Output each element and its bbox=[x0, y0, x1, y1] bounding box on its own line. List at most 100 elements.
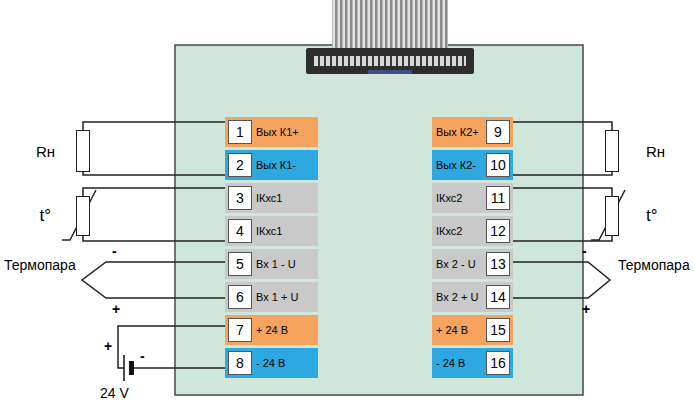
terminal-row: Вых К1+1 bbox=[225, 117, 318, 147]
wire bbox=[83, 122, 225, 130]
thermocouple-symbol bbox=[82, 262, 225, 298]
signal-name: Вых К1- bbox=[256, 150, 296, 180]
terminal-number: 11 bbox=[486, 186, 510, 210]
signal-name: - 24 В bbox=[256, 348, 285, 378]
battery-plate bbox=[123, 355, 125, 381]
connector-pins bbox=[314, 56, 466, 66]
terminal-row: IКхс2 12 bbox=[432, 216, 513, 246]
terminal-number: 3 bbox=[228, 186, 252, 210]
battery-plate bbox=[129, 361, 134, 375]
thermocouple-symbol bbox=[513, 262, 610, 298]
supply-wire bbox=[118, 326, 225, 368]
thermistor-arrow bbox=[62, 190, 96, 240]
terminal-number: 6 bbox=[228, 285, 252, 309]
wire bbox=[83, 236, 225, 241]
terminal-number: 8 bbox=[229, 352, 251, 374]
terminal-number: 13 bbox=[487, 253, 509, 275]
signal-name: Вых К2+ bbox=[436, 117, 479, 147]
connector-key bbox=[368, 70, 412, 74]
terminal-number: 6 bbox=[229, 286, 251, 308]
terminal-number: 1 bbox=[229, 121, 251, 143]
wire bbox=[83, 188, 225, 196]
resistor-symbol: Rн bbox=[605, 130, 619, 172]
terminal-row: Вых К2+ 9 bbox=[432, 117, 513, 147]
terminal-number: 3 bbox=[229, 187, 251, 209]
terminal-row: Вх 1 - U5 bbox=[225, 249, 318, 279]
terminal-row: Вых К2- 10 bbox=[432, 150, 513, 180]
terminal-number: 2 bbox=[228, 153, 252, 177]
terminal-row: - 24 В 16 bbox=[432, 348, 513, 378]
terminal-number: 8 bbox=[228, 351, 252, 375]
signal-name: Вых К2- bbox=[436, 150, 476, 180]
signal-name: Вх 2 + U bbox=[436, 282, 478, 312]
terminal-number: 4 bbox=[229, 220, 251, 242]
terminal-number: 12 bbox=[486, 219, 510, 243]
polarity-mark: - bbox=[112, 243, 117, 259]
wire bbox=[513, 122, 612, 130]
thermistor-arrow bbox=[591, 190, 625, 240]
terminal-row: IКхс14 bbox=[225, 216, 318, 246]
terminal-number: 14 bbox=[487, 286, 509, 308]
terminal-row: Вх 1 + U6 bbox=[225, 282, 318, 312]
voltage-label: 24 V bbox=[100, 385, 129, 401]
wire bbox=[513, 236, 612, 241]
component-label: t° bbox=[39, 206, 51, 226]
polarity-mark: - bbox=[140, 348, 145, 364]
terminal-row: Вх 2 - U 13 bbox=[432, 249, 513, 279]
terminal-row: IКхс13 bbox=[225, 183, 318, 213]
signal-name: IКхс2 bbox=[436, 183, 462, 213]
terminal-number: 12 bbox=[487, 220, 509, 242]
terminal-number: 9 bbox=[487, 121, 509, 143]
terminal-number: 1 bbox=[228, 120, 252, 144]
signal-name: Вх 2 - U bbox=[436, 249, 476, 279]
resistor-symbol: Rн bbox=[76, 130, 90, 172]
terminal-row: + 24 В15 bbox=[432, 315, 513, 345]
sensor-label: Термопара bbox=[4, 257, 76, 273]
terminal-number: 10 bbox=[486, 153, 510, 177]
terminal-number: 15 bbox=[486, 318, 510, 342]
sensor-label: Термопара bbox=[618, 257, 690, 273]
wire bbox=[513, 188, 612, 196]
wire bbox=[83, 172, 225, 175]
component-label: Rн bbox=[646, 143, 665, 160]
ribbon-cable bbox=[332, 0, 448, 50]
terminal-number: 14 bbox=[486, 285, 510, 309]
terminal-row: - 24 В8 bbox=[225, 348, 318, 378]
thermistor-symbol: t° bbox=[605, 196, 619, 236]
polarity-mark: - bbox=[582, 243, 587, 259]
polarity-mark: + bbox=[104, 338, 112, 354]
ribbon-connector bbox=[306, 48, 474, 74]
signal-name: Вых К1+ bbox=[256, 117, 299, 147]
terminal-number: 5 bbox=[229, 253, 251, 275]
signal-name: IКхс1 bbox=[256, 216, 282, 246]
terminal-number: 16 bbox=[487, 352, 509, 374]
terminal-number: 16 bbox=[486, 351, 510, 375]
terminal-number: 13 bbox=[486, 252, 510, 276]
supply-wire bbox=[134, 367, 225, 369]
wire bbox=[513, 172, 612, 175]
component-label: Rн bbox=[36, 143, 55, 160]
terminal-number: 9 bbox=[486, 120, 510, 144]
terminal-number: 4 bbox=[228, 219, 252, 243]
polarity-mark: + bbox=[112, 301, 120, 317]
signal-name: IКхс1 bbox=[256, 183, 282, 213]
component-label: t° bbox=[646, 206, 658, 226]
terminal-number: 2 bbox=[229, 154, 251, 176]
terminal-number: 7 bbox=[228, 318, 252, 342]
terminal-number: 5 bbox=[228, 252, 252, 276]
module-housing bbox=[175, 45, 583, 395]
signal-name: Вх 1 - U bbox=[256, 249, 296, 279]
signal-name: - 24 В bbox=[436, 348, 465, 378]
terminal-row: Вх 2 + U 14 bbox=[432, 282, 513, 312]
terminal-number: 10 bbox=[487, 154, 509, 176]
terminal-row: + 24 В7 bbox=[225, 315, 318, 345]
terminal-number: 11 bbox=[487, 187, 509, 209]
thermistor-symbol: t° bbox=[76, 196, 90, 236]
signal-name: + 24 В bbox=[256, 315, 288, 345]
signal-name: Вх 1 + U bbox=[256, 282, 298, 312]
signal-name: IКхс2 bbox=[436, 216, 462, 246]
terminal-number: 7 bbox=[229, 319, 251, 341]
terminal-row: IКхс2 11 bbox=[432, 183, 513, 213]
polarity-mark: + bbox=[582, 301, 590, 317]
